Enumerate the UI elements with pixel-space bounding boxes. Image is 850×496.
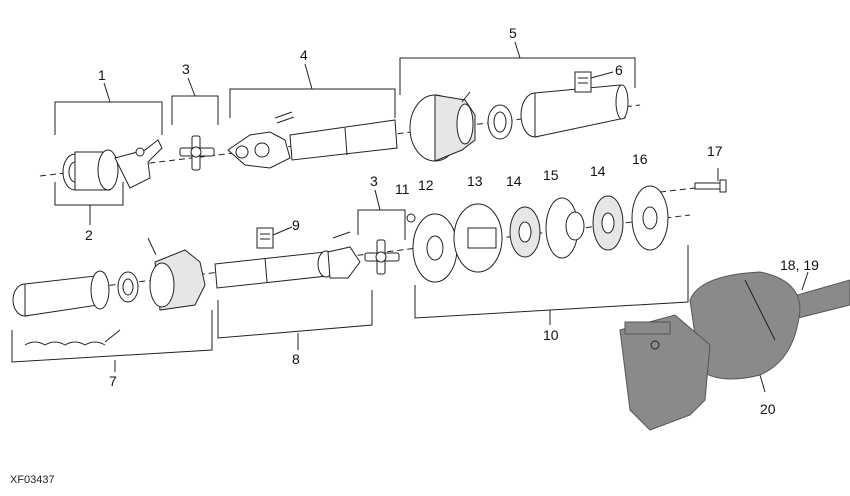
pressure-plate-part-16 [631, 185, 669, 251]
callout-1: 1 [98, 67, 106, 83]
callout-15: 15 [543, 167, 559, 183]
bracket-1 [54, 82, 163, 135]
callout-4: 4 [300, 47, 308, 63]
retaining-ring-top [487, 104, 513, 140]
callout-14a: 14 [506, 173, 522, 189]
bracket-7 [11, 310, 213, 372]
yoke-tube-part-4 [227, 111, 398, 169]
callout-10: 10 [543, 327, 559, 343]
callout-11: 11 [395, 181, 410, 197]
bracket-8 [217, 290, 373, 350]
callout-18-19: 18, 19 [780, 257, 819, 273]
figure-code: XF03437 [10, 474, 55, 486]
cross-journal-bottom [364, 239, 400, 275]
plate-part-15 [545, 197, 585, 259]
bracket-2 [54, 182, 124, 225]
callout-7: 7 [109, 373, 117, 389]
callout-16: 16 [632, 151, 648, 167]
callout-3-top: 3 [182, 61, 190, 77]
callout-13: 13 [467, 173, 483, 189]
bracket-3-top [171, 77, 219, 125]
callout-5: 5 [509, 25, 517, 41]
guard-tube-part-7 [12, 270, 110, 317]
bracket-4 [229, 63, 396, 118]
callout-20: 20 [760, 401, 776, 417]
tube-part-8 [214, 231, 361, 289]
friction-disc-part-14b [592, 195, 624, 251]
bracket-3-bottom [357, 189, 406, 240]
callout-8: 8 [292, 351, 300, 367]
flange-part-12 [412, 213, 458, 283]
warning-label-part-6 [574, 71, 614, 93]
callout-9: 9 [292, 217, 300, 233]
cross-journal-top [179, 135, 215, 171]
nut-part-11 [406, 213, 416, 223]
safety-chain [24, 329, 121, 346]
bracket-5 [399, 41, 636, 95]
guard-cone-part-7 [147, 237, 206, 311]
guard-tube-top [520, 84, 629, 138]
callout-17: 17 [707, 143, 723, 159]
callout-2: 2 [85, 227, 93, 243]
callout-6: 6 [615, 62, 623, 78]
bolt-part-17 [659, 168, 727, 193]
guard-cone-part-5 [409, 91, 476, 162]
callout-12: 12 [418, 177, 434, 193]
callout-14b: 14 [590, 163, 606, 179]
ring-part-7 [117, 271, 139, 303]
gearbox-assembly [619, 271, 850, 431]
bracket-9 [272, 226, 293, 236]
hub-part-13 [453, 203, 503, 273]
friction-disc-part-14a [509, 206, 541, 258]
yoke-part-2 [62, 139, 163, 191]
warning-label-part-9 [256, 227, 274, 249]
callout-3-bottom: 3 [370, 173, 378, 189]
bracket-10 [414, 245, 689, 325]
